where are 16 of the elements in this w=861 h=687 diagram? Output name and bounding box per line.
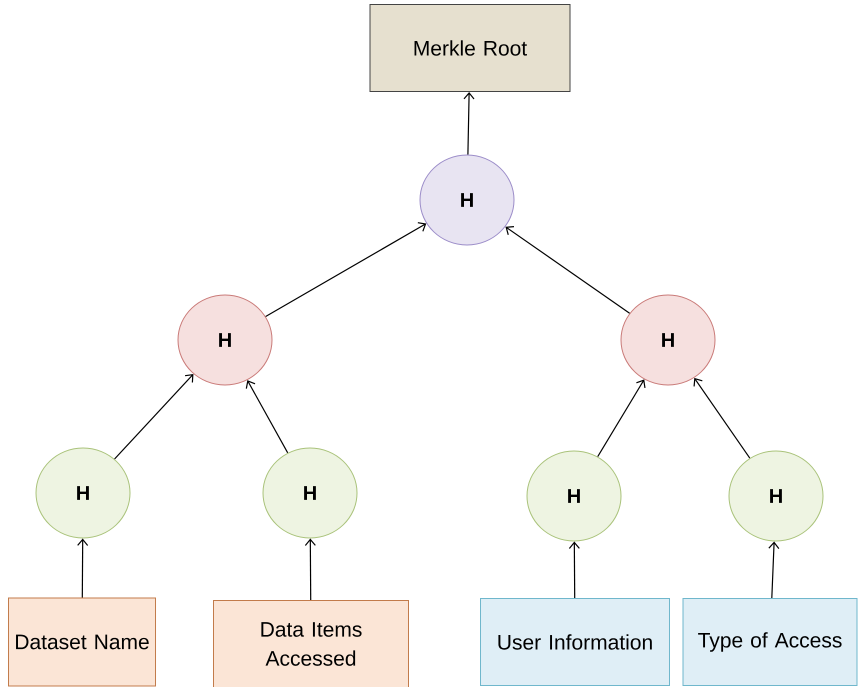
arrow — [694, 378, 750, 458]
arrow — [768, 541, 780, 598]
arrow — [464, 92, 474, 155]
process-box: Dataset Name — [8, 598, 156, 686]
arrow — [114, 374, 194, 460]
arrow — [568, 541, 580, 598]
process-box: Merkle Root — [370, 4, 570, 92]
arrow — [597, 379, 646, 457]
arrow — [265, 222, 426, 317]
arrow — [505, 226, 630, 314]
arrow — [246, 380, 288, 454]
process-box: Type of Access — [682, 598, 858, 686]
arrow — [304, 538, 316, 600]
arrow — [77, 538, 88, 598]
process-box: Data Items Accessed — [213, 600, 409, 687]
process-box: User Information — [480, 598, 670, 686]
